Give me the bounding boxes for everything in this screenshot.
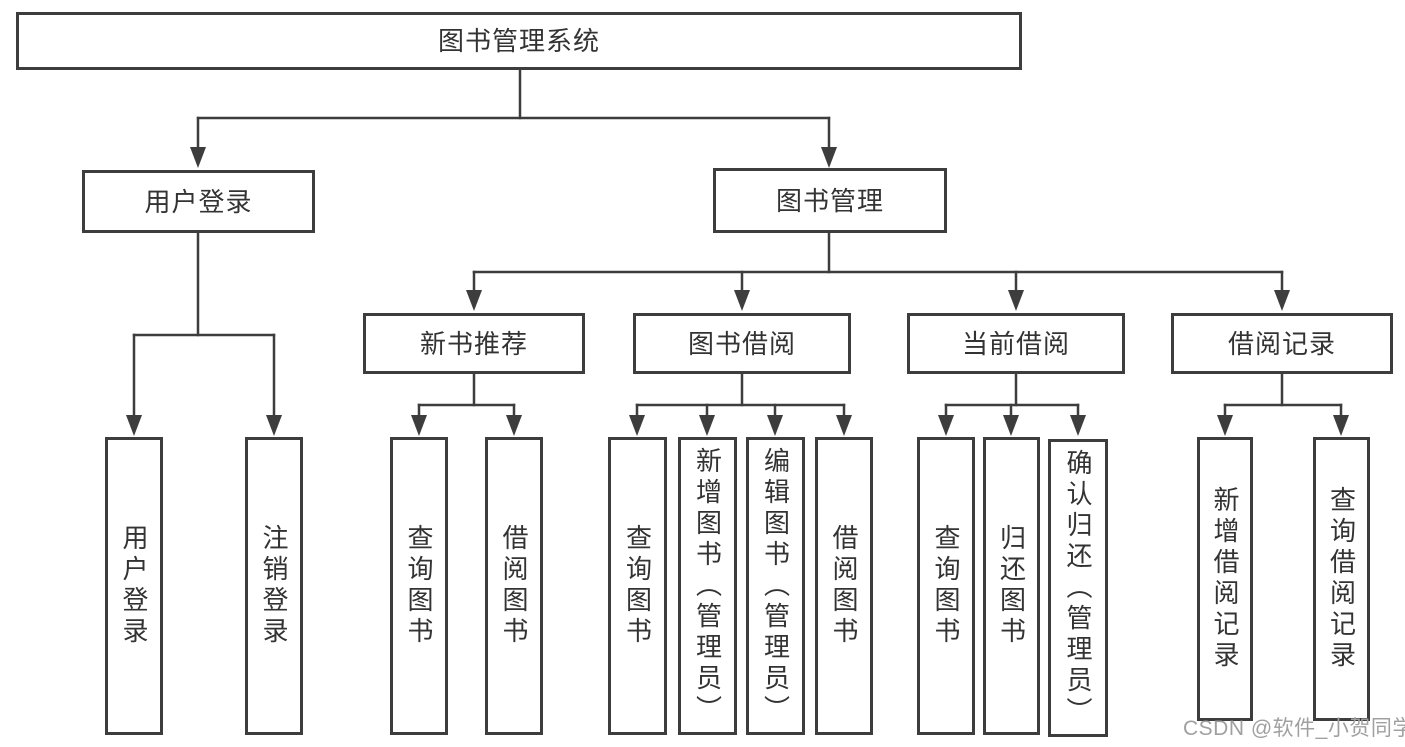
leaf-borrow-add-book-admin: 新增图书（管理员） <box>678 437 737 735</box>
leaf-current-confirm-return-admin-label: 确认归还（管理员） <box>1063 448 1093 728</box>
leaf-current-confirm-return-admin: 确认归还（管理员） <box>1048 439 1108 737</box>
leaf-current-query-book: 查询图书 <box>917 437 975 735</box>
node-book-borrow-label: 图书借阅 <box>687 328 796 359</box>
node-user-login-label: 用户登录 <box>144 186 253 217</box>
leaf-records-query-record: 查询借阅记录 <box>1313 437 1370 721</box>
csdn-watermark: CSDN @软件_小贺同学 <box>1183 717 1405 740</box>
leaf-borrow-query-book-label: 查询图书 <box>622 524 653 648</box>
leaf-borrow-borrow-book-label: 借阅图书 <box>829 524 859 648</box>
node-root-label: 图书管理系统 <box>437 26 600 56</box>
leaf-recommend-query-book: 查询图书 <box>390 437 448 735</box>
leaf-recommend-borrow-book-label: 借阅图书 <box>499 524 529 648</box>
leaf-borrow-query-book: 查询图书 <box>608 437 667 735</box>
leaf-records-add-record: 新增借阅记录 <box>1197 437 1253 721</box>
edge-new-book-recommend-to-leaves <box>411 372 522 436</box>
node-current-borrow-label: 当前借阅 <box>961 328 1070 359</box>
leaf-current-return-book: 归还图书 <box>983 437 1040 735</box>
leaf-current-query-book-label: 查询图书 <box>931 524 961 648</box>
leaf-logout-login-label: 注销登录 <box>259 524 289 648</box>
edge-book-borrow-to-leaves <box>629 372 852 436</box>
leaf-borrow-borrow-book: 借阅图书 <box>815 437 873 735</box>
leaf-borrow-edit-book-admin: 编辑图书（管理员） <box>746 437 805 735</box>
leaf-records-query-record-label: 查询借阅记录 <box>1326 486 1357 672</box>
leaf-recommend-query-book-label: 查询图书 <box>404 524 434 648</box>
node-new-book-recommend-label: 新书推荐 <box>419 328 528 359</box>
leaf-borrow-edit-book-admin-label: 编辑图书（管理员） <box>760 446 791 726</box>
leaf-user-login-label: 用户登录 <box>119 524 149 648</box>
leaf-current-return-book-label: 归还图书 <box>996 524 1027 648</box>
leaf-user-login: 用户登录 <box>105 437 163 735</box>
edge-root-to-level2 <box>190 68 837 168</box>
node-new-book-recommend: 新书推荐 <box>363 313 585 374</box>
node-root: 图书管理系统 <box>16 12 1022 70</box>
edge-book-management-to-level3 <box>466 231 1290 311</box>
edge-user-login-to-leaves <box>126 231 282 436</box>
leaf-recommend-borrow-book: 借阅图书 <box>485 437 543 735</box>
edge-borrow-records-to-leaves <box>1217 372 1349 436</box>
node-user-login: 用户登录 <box>82 170 315 233</box>
node-book-management-label: 图书管理 <box>775 185 884 216</box>
node-borrow-records-label: 借阅记录 <box>1227 328 1336 359</box>
node-book-management: 图书管理 <box>713 168 947 233</box>
leaf-borrow-add-book-admin-label: 新增图书（管理员） <box>692 446 723 726</box>
node-book-borrow: 图书借阅 <box>633 313 851 374</box>
edge-current-borrow-to-leaves <box>938 372 1086 436</box>
node-current-borrow: 当前借阅 <box>907 313 1125 374</box>
node-borrow-records: 借阅记录 <box>1171 313 1393 374</box>
leaf-records-add-record-label: 新增借阅记录 <box>1210 486 1240 672</box>
leaf-logout-login: 注销登录 <box>245 437 303 735</box>
